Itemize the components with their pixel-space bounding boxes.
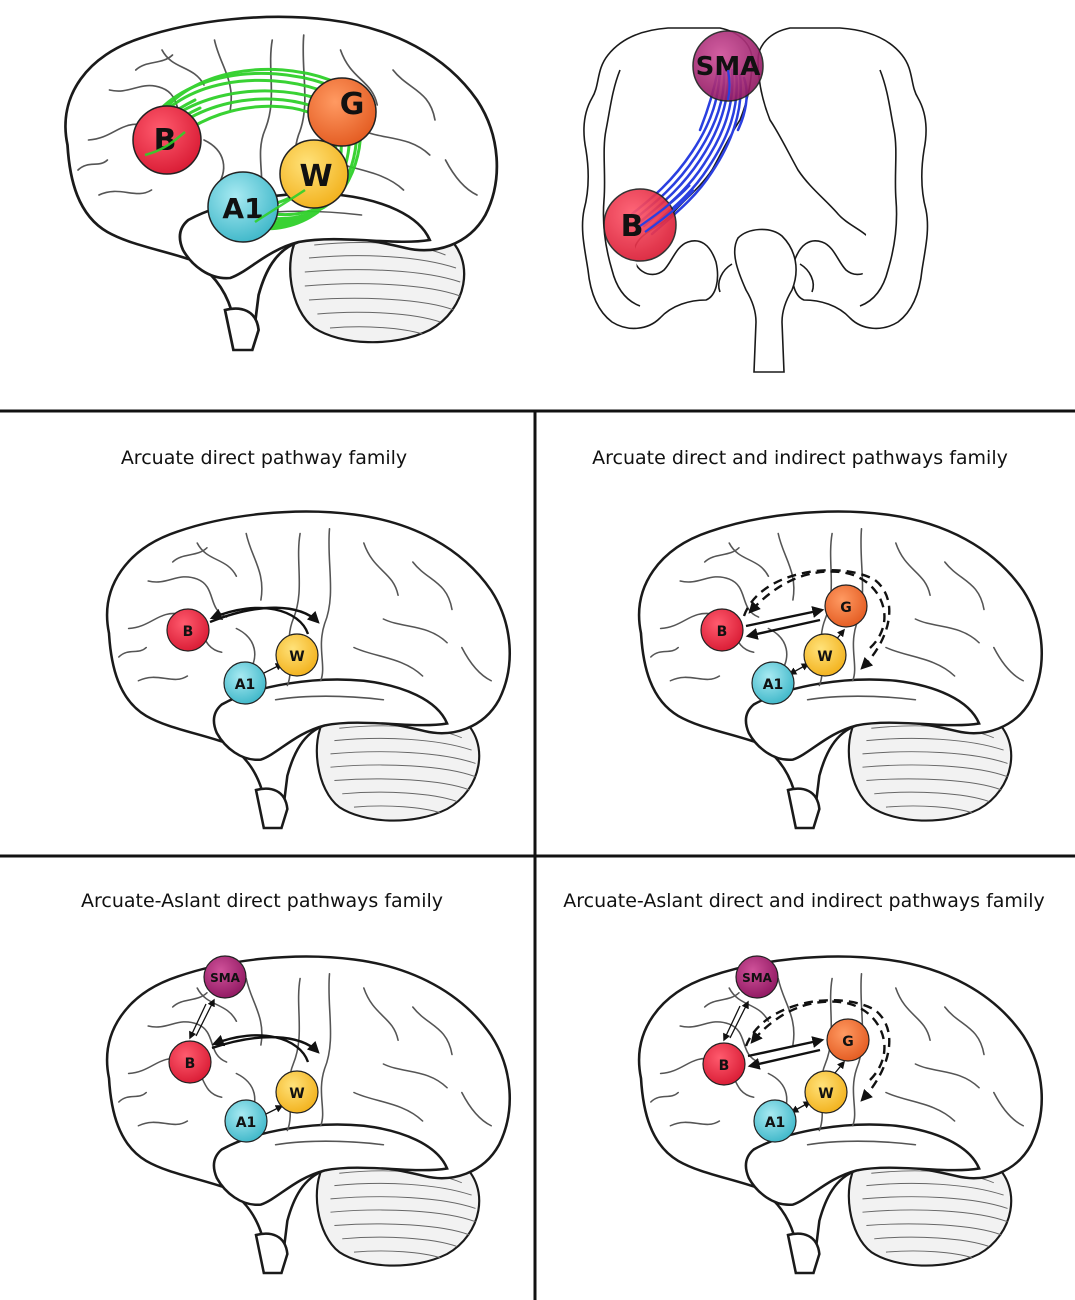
aslant-fiber-overlay: [639, 69, 731, 233]
node-A1-label: A1: [235, 677, 256, 693]
node-B-label: B: [183, 624, 194, 640]
node-A1: [223, 661, 267, 705]
panel-3-brain: [105, 955, 512, 1275]
node-G-label: G: [840, 600, 852, 616]
panel-4-title: Arcuate-Aslant direct and indirect pathw…: [563, 890, 1044, 912]
node-B: [702, 1042, 746, 1086]
node-W: [275, 633, 319, 677]
node-G-label: G: [340, 87, 365, 122]
node-W: [279, 139, 349, 209]
node-B: [166, 608, 210, 652]
node-A1-label: A1: [765, 1115, 786, 1131]
top-sagittal-nodes: B G W A1: [132, 77, 377, 243]
arcuate-fiber-overlay: [144, 131, 306, 224]
node-SMA: [735, 955, 779, 999]
node-B: [168, 1040, 212, 1084]
node-W-label: W: [299, 159, 332, 194]
node-B: [132, 105, 202, 175]
node-W: [803, 633, 847, 677]
node-W-label: W: [818, 1086, 833, 1102]
node-W-label: W: [817, 649, 832, 665]
node-SMA-label: SMA: [210, 971, 241, 985]
panel-2-nodes: B G W A1: [700, 584, 868, 705]
node-A1: [751, 661, 795, 705]
node-W-label: W: [289, 649, 304, 665]
node-G: [824, 584, 868, 628]
panel-3-title: Arcuate-Aslant direct pathways family: [81, 890, 443, 912]
panel-1-nodes: B W A1: [166, 608, 319, 705]
node-W-label: W: [289, 1086, 304, 1102]
node-B-label: B: [717, 624, 728, 640]
node-G: [826, 1018, 870, 1062]
node-W: [804, 1070, 848, 1114]
node-B: [700, 608, 744, 652]
node-A1-label: A1: [763, 677, 784, 693]
node-SMA-label: SMA: [742, 971, 773, 985]
panel-4-nodes: SMA B G W A1: [702, 955, 870, 1143]
node-A1-label: A1: [236, 1115, 257, 1131]
node-W: [275, 1070, 319, 1114]
node-B-label: B: [621, 209, 644, 244]
node-G-label: G: [842, 1034, 854, 1050]
node-G: [307, 77, 377, 147]
panel-2-title: Arcuate direct and indirect pathways fam…: [592, 447, 1008, 469]
node-B-label: B: [185, 1056, 196, 1072]
panel-4-brain: [637, 955, 1044, 1275]
node-B-label: B: [719, 1058, 730, 1074]
node-SMA: [203, 955, 247, 999]
panel-1-title: Arcuate direct pathway family: [121, 447, 407, 469]
node-SMA: [692, 30, 764, 102]
node-SMA-label: SMA: [696, 52, 761, 82]
node-A1: [753, 1099, 797, 1143]
panel-3-nodes: SMA B W A1: [168, 955, 319, 1143]
node-A1: [224, 1099, 268, 1143]
